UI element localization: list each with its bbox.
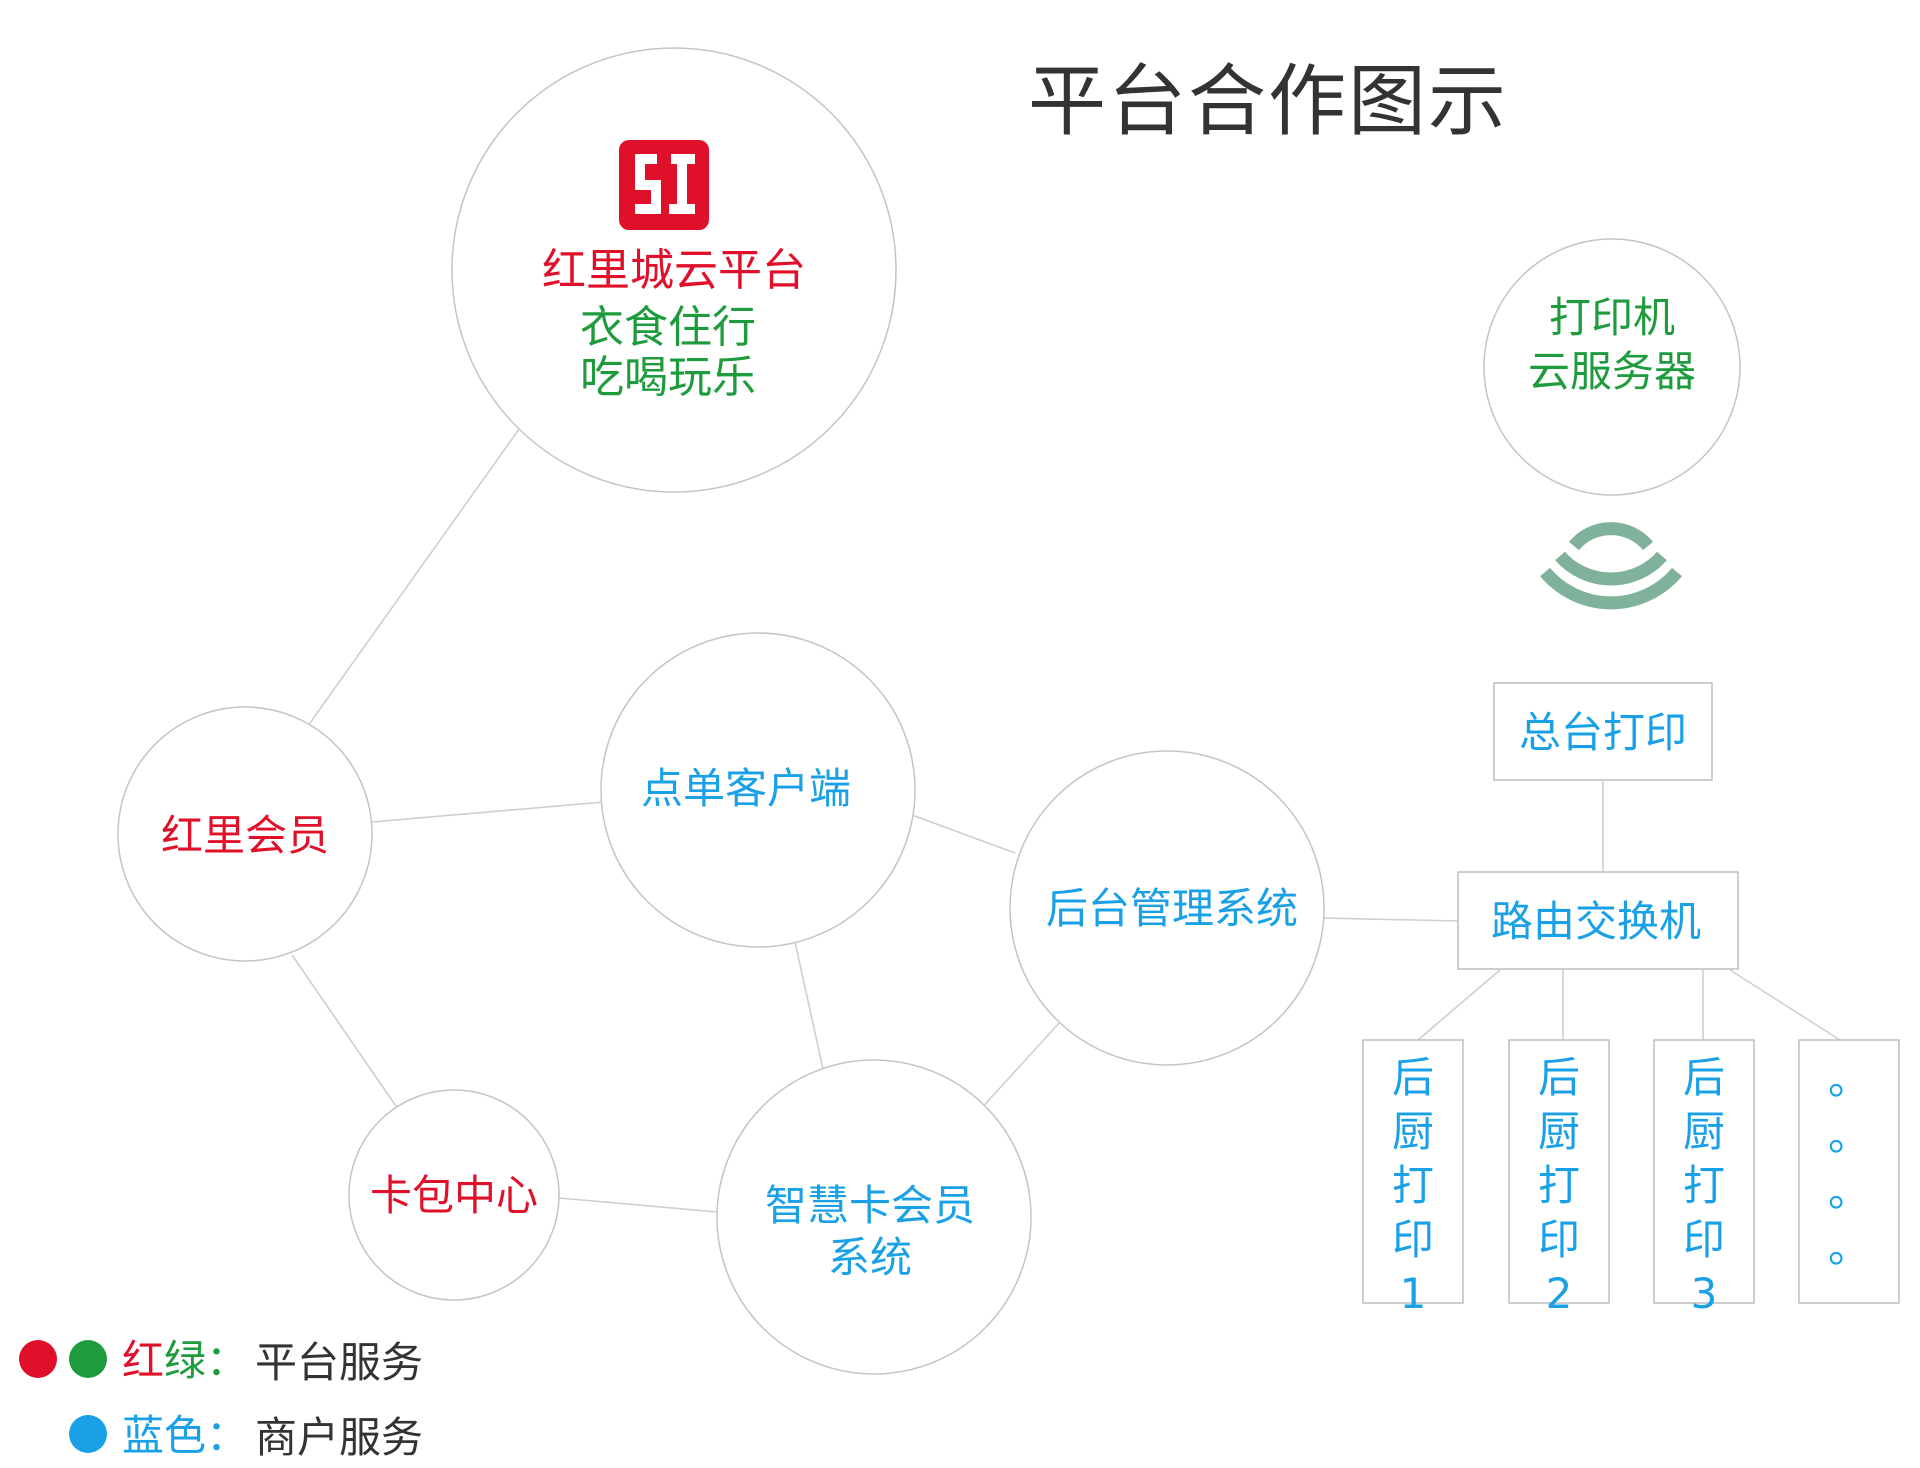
kitchen-printer-4: 。。。。 <box>1798 1039 1900 1304</box>
printer-cloud-line1: 打印机 <box>1549 293 1675 342</box>
legend-key-green: 绿 <box>164 1336 206 1385</box>
wifi-signal-icon <box>1540 522 1682 610</box>
legend-red-dot <box>19 1340 57 1378</box>
node-router: 路由交换机 <box>1457 871 1739 970</box>
kitchen-printer-char: 2 <box>1546 1269 1573 1318</box>
edge-member-card-center <box>291 954 401 1113</box>
kitchen-printer-char: 印 <box>1683 1215 1725 1264</box>
front-print-label: 总台打印 <box>1519 708 1687 757</box>
connections <box>291 424 1841 1213</box>
legend-platform-sep: ： <box>206 1336 248 1385</box>
edge-order-client-backend <box>911 814 1016 854</box>
node-backend: 后台管理系统 <box>1009 750 1325 1066</box>
edge-card-center-smart-card <box>558 1197 718 1213</box>
kitchen-printer-char: 厨 <box>1392 1107 1434 1156</box>
node-member: 红里会员 <box>117 706 373 962</box>
legend-merchant-key: 蓝色： <box>122 1411 248 1460</box>
order-client-label: 点单客户端 <box>641 764 851 813</box>
edge-platform-member <box>304 424 523 731</box>
kitchen-printer-box <box>1508 1039 1610 1304</box>
kitchen-printer-char: 打 <box>1392 1161 1434 1210</box>
legend-platform-key: 红绿： <box>122 1336 248 1385</box>
smart-card-line2: 系统 <box>828 1233 912 1282</box>
legend-green-dot <box>69 1340 107 1378</box>
printer-cloud-line2: 云服务器 <box>1528 347 1696 396</box>
legend-platform-value: 平台服务 <box>255 1338 423 1387</box>
platform-name: 红里城云平台 <box>542 245 806 296</box>
member-label: 红里会员 <box>161 811 329 860</box>
hongli-logo-icon <box>619 140 709 230</box>
legend: 红绿： 平台服务 蓝色： 商户服务 <box>19 1336 423 1462</box>
card-center-label: 卡包中心 <box>370 1171 538 1220</box>
kitchen-printer-char: 印 <box>1538 1215 1580 1264</box>
node-smart-card: 智慧卡会员 系统 <box>716 1059 1032 1375</box>
legend-row-platform: 红绿： 平台服务 <box>19 1336 423 1387</box>
platform-line2: 衣食住行 <box>580 302 756 353</box>
kitchen-printer-char: 后 <box>1392 1053 1434 1102</box>
kitchen-printer-char: 后 <box>1538 1053 1580 1102</box>
legend-key-red: 红 <box>122 1336 164 1385</box>
kitchen-printer-char: 印 <box>1392 1215 1434 1264</box>
legend-key-blue: 蓝色 <box>122 1411 206 1460</box>
kitchen-printer-char: 1 <box>1400 1269 1427 1318</box>
kitchen-printer-char: 打 <box>1538 1161 1580 1210</box>
node-platform: 红里城云平台 衣食住行 吃喝玩乐 <box>451 47 897 493</box>
kitchen-printer-char: 后 <box>1683 1053 1725 1102</box>
edge-router-kitchen-1 <box>1417 969 1501 1041</box>
edge-router-kitchen-more <box>1729 969 1841 1041</box>
node-order-client: 点单客户端 <box>600 632 916 948</box>
kitchen-printer-char: 打 <box>1683 1161 1725 1210</box>
node-front-print: 总台打印 <box>1493 682 1713 781</box>
kitchen-printer-char: 。 <box>1828 1111 1870 1160</box>
kitchen-printer-char: 厨 <box>1538 1107 1580 1156</box>
kitchen-printer-char: 3 <box>1691 1269 1718 1318</box>
legend-blue-dot <box>69 1415 107 1453</box>
router-label: 路由交换机 <box>1491 897 1701 946</box>
edge-order-client-smart-card <box>794 941 826 1079</box>
kitchen-printer-char: 厨 <box>1683 1107 1725 1156</box>
node-printer-cloud: 打印机 云服务器 <box>1483 238 1741 496</box>
legend-merchant-value: 商户服务 <box>255 1413 423 1462</box>
legend-merchant-sep: ： <box>206 1411 248 1460</box>
edge-backend-smart-card <box>977 1021 1061 1113</box>
kitchen-printer-char: 。 <box>1828 1055 1870 1104</box>
edge-backend-router <box>1322 917 1461 922</box>
kitchen-printer-box <box>1653 1039 1755 1304</box>
smart-card-line1: 智慧卡会员 <box>765 1181 975 1230</box>
kitchen-printer-char: 。 <box>1828 1223 1870 1272</box>
kitchen-printer-char: 。 <box>1828 1167 1870 1216</box>
legend-row-merchant: 蓝色： 商户服务 <box>69 1411 423 1462</box>
kitchen-printer-box <box>1362 1039 1464 1304</box>
diagram-title: 平台合作图示 <box>1028 57 1508 147</box>
kitchen-printer-box <box>1798 1039 1900 1304</box>
node-card-center: 卡包中心 <box>348 1089 560 1301</box>
backend-label: 后台管理系统 <box>1046 884 1298 933</box>
platform-line3: 吃喝玩乐 <box>580 352 756 403</box>
edge-member-order-client <box>371 801 605 823</box>
